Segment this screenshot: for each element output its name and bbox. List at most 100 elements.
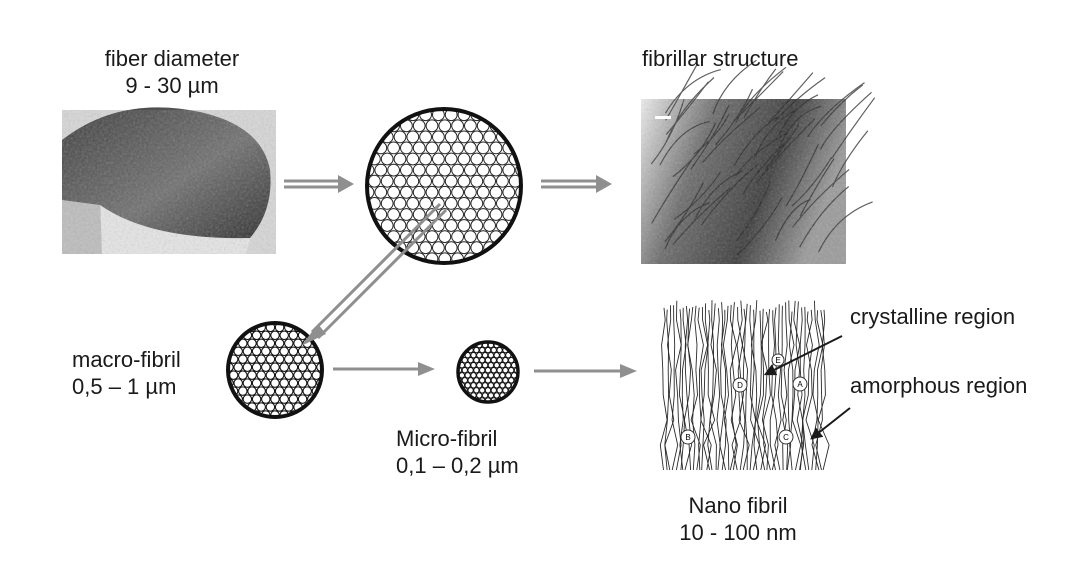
packed-fibril-circle (270, 378, 280, 388)
packed-fibril-circle (476, 141, 490, 155)
packed-fibril-circle (274, 386, 285, 396)
packed-fibril-circle (412, 119, 426, 133)
packed-fibril-circle (284, 386, 294, 396)
nano-fibril-strand (815, 310, 825, 471)
packed-fibril-circle (457, 219, 471, 232)
packed-fibril-circle (238, 354, 248, 364)
packed-fibril-circle (380, 219, 394, 232)
packed-fibril-circle (400, 141, 413, 155)
packed-fibril-circle (251, 362, 262, 372)
nano-fibril-strand (707, 300, 715, 471)
fibrillar-micrograph (641, 59, 876, 264)
nano-fibril-strand (769, 307, 777, 471)
packed-fibril-circle (400, 230, 413, 243)
packed-fibril-circle (288, 330, 299, 341)
nano-fibril-strand (774, 304, 782, 471)
packed-fibril-circle (387, 141, 400, 155)
packed-fibril-circle (419, 130, 432, 144)
packed-fibril-circle (400, 163, 413, 177)
packed-fibril-circle (444, 197, 458, 210)
packed-fibril-circle (265, 402, 276, 412)
arrow-cross-section-to-fibrillar (541, 175, 612, 193)
arrow-micro-to-nano-fibril (534, 364, 637, 378)
packed-fibril-circle (251, 378, 262, 388)
packed-fibril-circle (412, 185, 426, 199)
packed-fibril-circle (444, 110, 458, 122)
packed-fibril-circle (438, 252, 452, 262)
packed-fibril-circle (406, 152, 420, 166)
packed-fibril-circle (251, 346, 262, 357)
crystalline-region-label: crystalline region (850, 304, 1016, 329)
packed-fibril-circle (412, 141, 426, 155)
packed-fibril-circle (270, 394, 280, 404)
packed-fibril-circle (293, 354, 303, 364)
nano-fibril-strand (697, 307, 704, 471)
packed-fibril-circle (513, 377, 517, 384)
packed-fibril-circle (297, 394, 308, 404)
packed-fibril-circle (457, 130, 471, 144)
packed-fibril-circle (470, 130, 484, 144)
packed-fibril-circle (425, 252, 439, 262)
packed-fibril-circle (451, 185, 464, 199)
packed-fibril-circle (483, 130, 496, 144)
packed-fibril-circle (242, 346, 253, 357)
packed-fibril-circle (380, 174, 394, 188)
packed-fibril-circle (242, 394, 253, 404)
micro-fibril-label: Micro-fibril 0,1 – 0,2 µm (396, 425, 519, 479)
packed-fibril-circle (374, 163, 388, 177)
packed-fibril-circle (476, 208, 490, 221)
nano-fibril-strand (729, 304, 737, 471)
packed-fibril-circle (432, 197, 445, 210)
packed-fibril-circle (387, 185, 400, 199)
packed-fibril-circle (307, 378, 317, 388)
nano-fibril-strand (703, 310, 716, 471)
nano-fibril-strand (700, 307, 709, 471)
nano-fibril-strand (671, 305, 679, 471)
packed-fibril-circle (265, 324, 276, 333)
fiber-cross-section (365, 107, 523, 265)
packed-fibril-circle (288, 378, 299, 388)
packed-fibril-circle (307, 346, 317, 357)
packed-fibril-circle (412, 163, 426, 177)
packed-fibril-circle (274, 354, 285, 364)
packed-fibril-circle (302, 354, 312, 364)
packed-fibril-circle (470, 174, 484, 188)
packed-fibril-circle (451, 208, 464, 221)
packed-fibril-circle (425, 208, 439, 221)
nano-fibril-strand (757, 308, 766, 471)
amorphous-pointer-arrow (810, 407, 851, 440)
packed-fibril-circle (419, 174, 432, 188)
micro-fibril-value: 0,1 – 0,2 µm (396, 453, 519, 478)
packed-fibril-circle (432, 174, 445, 188)
packed-fibril-circle (502, 163, 516, 177)
packed-fibril-circle (464, 185, 477, 199)
packed-fibril-circle (270, 362, 280, 372)
packed-fibril-circle (279, 346, 289, 357)
packed-fibril-circle (261, 362, 271, 372)
packed-fibril-circle (438, 141, 452, 155)
packed-fibril-circle (387, 208, 400, 221)
packed-fibril-circle (438, 119, 452, 133)
packed-fibril-circle (464, 208, 477, 221)
packed-fibril-circle (238, 386, 248, 396)
nano-fibril-label: Nano fibril 10 - 100 nm (648, 492, 828, 546)
packed-fibril-circle (489, 208, 503, 221)
packed-fibril-circle (483, 174, 496, 188)
packed-fibril-circle (515, 185, 520, 199)
packed-fibril-circle (261, 394, 271, 404)
nano-fibril-strand (817, 309, 830, 471)
packed-fibril-circle (489, 163, 503, 177)
packed-fibril-circle (444, 130, 458, 144)
packed-fibril-circle (444, 174, 458, 188)
packed-fibril-circle (302, 386, 312, 396)
packed-fibril-circle (293, 386, 303, 396)
packed-fibril-circle (288, 394, 299, 404)
macro-fibril-cross-section (226, 321, 324, 419)
packed-fibril-circle (393, 130, 407, 144)
packed-fibril-circle (261, 330, 271, 341)
packed-fibril-circle (432, 110, 445, 122)
packed-fibril-circle (438, 185, 452, 199)
packed-fibril-circle (406, 197, 420, 210)
amorphous-region-label: amorphous region (850, 373, 1028, 398)
packed-fibril-circle (400, 185, 413, 199)
